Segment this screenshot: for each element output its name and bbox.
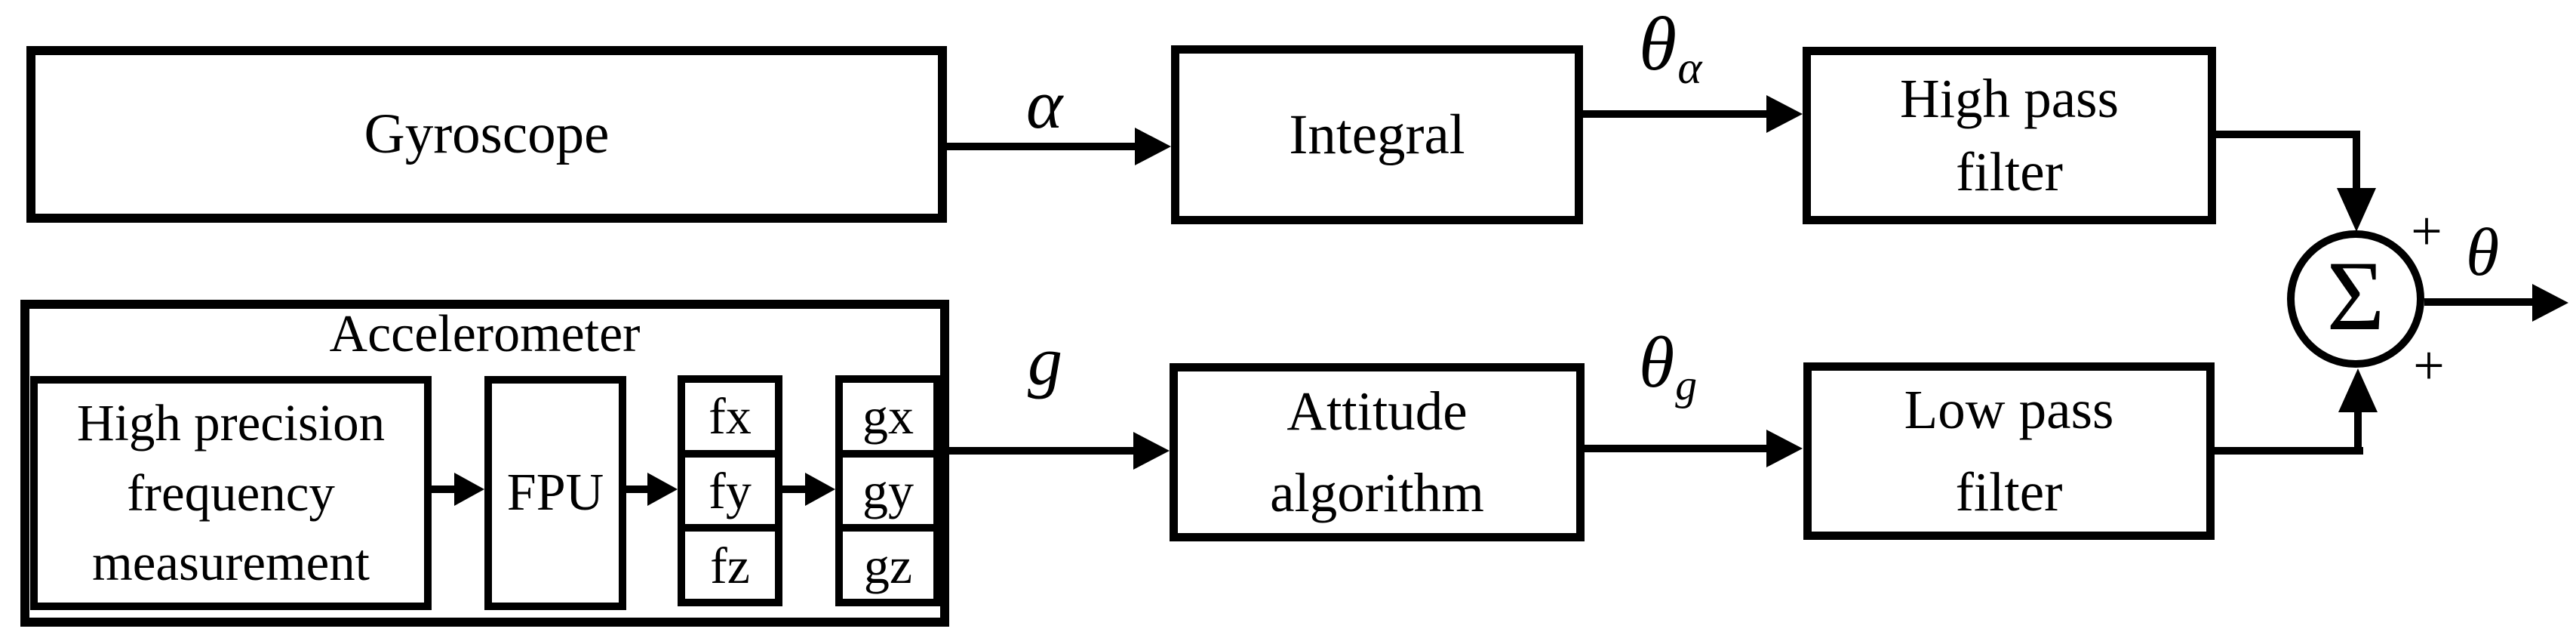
theta-output-label: θ [2466,215,2500,290]
hpfm-label-line3: measurement [92,534,370,592]
high-pass-filter-label-line1: High pass [1900,68,2119,130]
high-pass-filter-label-line2: filter [1956,140,2063,202]
theta-alpha-base: θ [1639,2,1677,87]
fpu-to-f-arrowhead [647,473,678,506]
alpha-signal-label: α [1026,66,1063,143]
accelerometer-title: Accelerometer [329,305,641,363]
integral-block: Integral [1171,45,1583,224]
high-pass-filter-block: High pass filter [1803,47,2216,224]
highpass-to-sum-arrowhead [2337,188,2376,232]
hpfm-to-fpu-line [432,485,459,493]
gyroscope-label: Gyroscope [364,103,610,165]
f-to-g-line [782,485,808,493]
sum-output-line [2424,298,2535,306]
attitude-to-lowpass-line [1585,445,1768,452]
accel-to-attitude-arrowhead [1133,432,1170,470]
fz-cell: fz [685,524,775,599]
gyro-to-integral-arrowhead [1135,128,1171,165]
hpfm-to-fpu-arrowhead [454,473,484,506]
fy-cell: fy [685,449,775,525]
gyro-to-integral-line [947,143,1136,150]
fx-cell: fx [709,387,752,445]
hpfm-label-line1: High precision [76,394,386,452]
hpfm-label-line2: frequency [127,464,335,522]
low-pass-filter-block: Low pass filter [1803,362,2215,540]
theta-g-subscript: g [1675,362,1698,410]
plus-sign-top-input: + [2411,201,2442,263]
sigma-symbol: Σ [2326,240,2385,351]
integral-to-highpass-line [1583,110,1769,118]
fpu-to-f-line [626,485,650,493]
fpu-label: FPU [506,464,604,522]
low-pass-filter-label-line1: Low pass [1904,379,2114,441]
attitude-algorithm-label-line1: Attitude [1286,380,1468,442]
plus-sign-bottom-input: + [2413,335,2445,397]
theta-g-base: θ [1639,322,1675,402]
theta-g-signal-label: θg [1639,326,1697,408]
attitude-algorithm-block: Attitude algorithm [1170,363,1585,541]
integral-label: Integral [1289,103,1465,166]
g-signal-label: g [1028,322,1062,399]
gyroscope-block: Gyroscope [26,46,947,223]
attitude-to-lowpass-arrowhead [1766,430,1803,467]
sum-output-arrowhead [2532,284,2568,322]
f-register-column: fx fy fz [678,375,782,606]
lowpass-to-sum-vline [2354,412,2362,455]
gz-cell: gz [843,524,933,599]
lowpass-to-sum-arrowhead [2338,368,2378,412]
fpu-block: FPU [484,376,626,610]
lowpass-to-sum-hline [2215,447,2363,455]
integral-to-highpass-arrowhead [1766,95,1803,133]
gy-cell: gy [843,449,933,525]
attitude-algorithm-label-line2: algorithm [1270,462,1484,523]
theta-alpha-subscript: α [1677,42,1702,94]
highpass-to-sum-vline [2353,131,2360,191]
g-register-column: gx gy gz [835,375,941,606]
highpass-to-sum-hline [2216,131,2360,138]
sum-junction: Σ [2287,230,2424,368]
high-precision-frequency-measurement-block: High precision frequency measurement [30,376,432,610]
low-pass-filter-label-line2: filter [1955,461,2063,522]
f-to-g-arrowhead [805,473,835,506]
theta-alpha-signal-label: θα [1639,6,1701,91]
gx-cell: gx [862,387,914,445]
accel-to-attitude-line [949,447,1136,455]
